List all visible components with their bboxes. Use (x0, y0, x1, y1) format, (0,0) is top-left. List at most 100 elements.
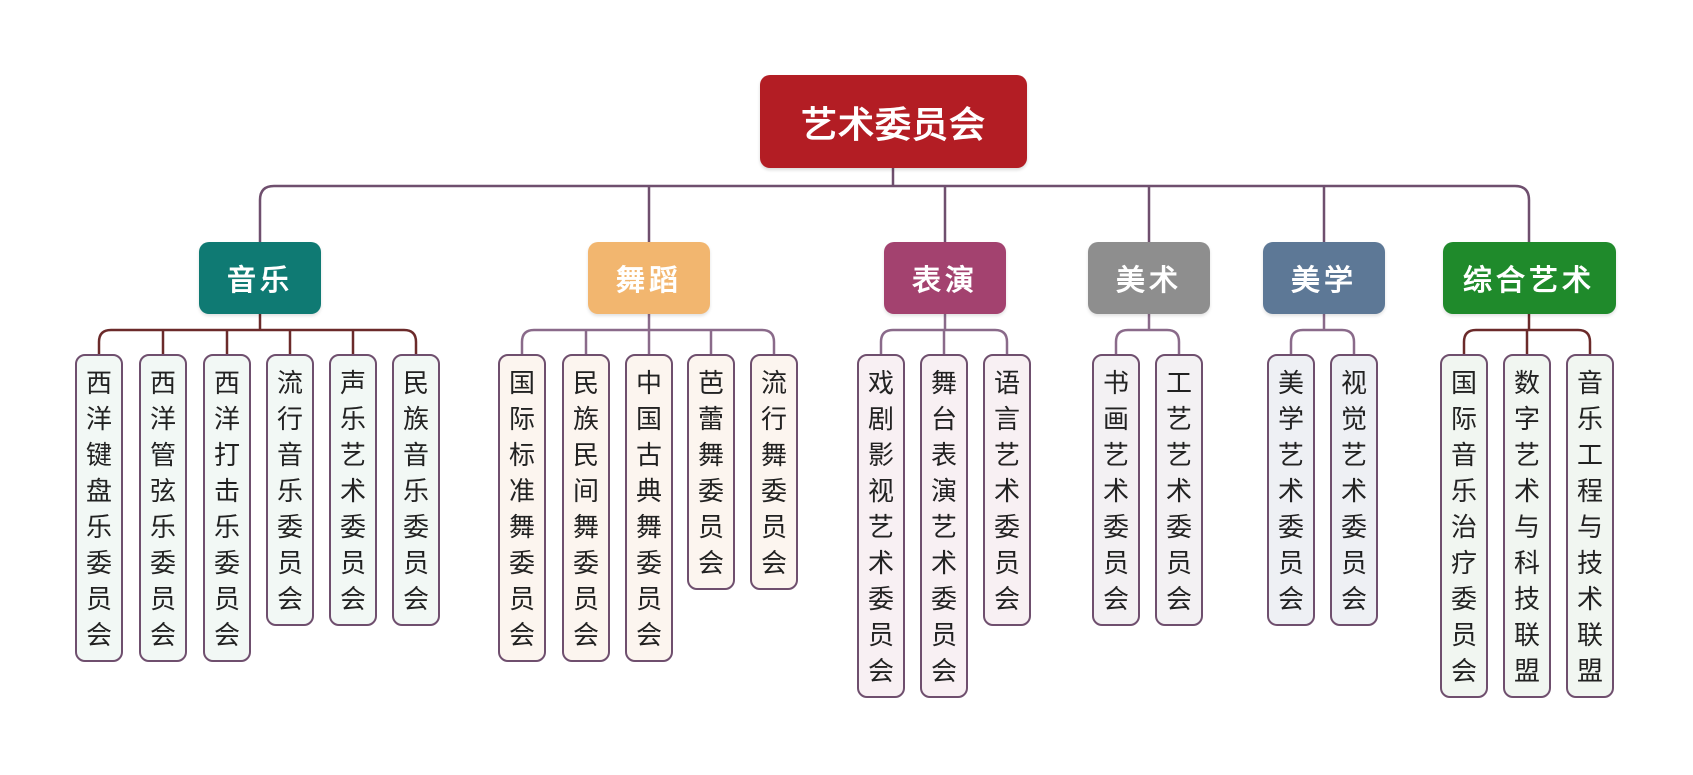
leaf-node: 戏剧影视艺术委员会 (857, 354, 905, 698)
leaf-node: 西洋打击乐委员会 (203, 354, 251, 662)
leaf-char: 书 (1102, 369, 1129, 399)
leaf-char: 技 (1513, 585, 1540, 615)
category-bus (1114, 328, 1181, 354)
leaf-char: 舞 (930, 369, 957, 399)
leaf-char: 学 (1277, 405, 1304, 435)
leaf-char: 标 (508, 441, 535, 471)
leaf-char: 会 (760, 549, 787, 579)
leaf-char: 语 (993, 369, 1020, 399)
leaf-char: 员 (1340, 549, 1367, 579)
leaf-char: 盟 (1513, 657, 1540, 687)
leaf-char: 洋 (85, 405, 112, 435)
leaf-char: 员 (867, 621, 894, 651)
leaf-node: 美学艺术委员会 (1267, 354, 1315, 626)
leaf-char: 洋 (149, 405, 176, 435)
leaf-char: 治 (1450, 513, 1477, 543)
leaf-char: 民 (572, 369, 599, 399)
leaf-char: 乐 (276, 477, 303, 507)
leaf-char: 员 (697, 513, 724, 543)
leaf-char: 视 (867, 477, 894, 507)
leaf-char: 音 (1576, 369, 1603, 399)
leaf-char: 员 (993, 549, 1020, 579)
leaf-char: 会 (572, 621, 599, 651)
leaf-char: 艺 (1165, 441, 1192, 471)
leaf-char: 委 (276, 513, 303, 543)
leaf-char: 乐 (213, 513, 240, 543)
leaf-char: 委 (1340, 513, 1367, 543)
leaf-char: 艺 (993, 441, 1020, 471)
leaf-char: 会 (697, 549, 724, 579)
leaf-char: 员 (149, 585, 176, 615)
leaf-char: 言 (993, 405, 1020, 435)
leaf-char: 会 (1165, 585, 1192, 615)
leaf-char: 乐 (149, 513, 176, 543)
leaf-char: 芭 (697, 369, 724, 399)
leaf-char: 术 (339, 477, 366, 507)
leaf-char: 委 (1277, 513, 1304, 543)
leaf-char: 声 (339, 369, 366, 399)
leaf-char: 典 (635, 477, 662, 507)
leaf-char: 会 (930, 657, 957, 687)
leaf-char: 乐 (85, 513, 112, 543)
leaf-char: 音 (1450, 441, 1477, 471)
leaf-char: 舞 (697, 441, 724, 471)
leaf-char: 委 (1450, 585, 1477, 615)
leaf-char: 国 (508, 369, 535, 399)
leaf-char: 员 (1450, 621, 1477, 651)
leaf-node: 国际标准舞委员会 (498, 354, 546, 662)
leaf-char: 音 (402, 441, 429, 471)
leaf-char: 乐 (1576, 405, 1603, 435)
leaf-char: 员 (1102, 549, 1129, 579)
leaf-char: 民 (402, 369, 429, 399)
leaf-char: 演 (930, 477, 957, 507)
leaf-char: 术 (1102, 477, 1129, 507)
leaf-char: 台 (930, 405, 957, 435)
leaf-char: 术 (1165, 477, 1192, 507)
category-node: 综合艺术 (1442, 242, 1616, 314)
leaf-char: 委 (85, 549, 112, 579)
leaf-char: 戏 (867, 369, 894, 399)
leaf-char: 族 (572, 405, 599, 435)
leaf-char: 艺 (1513, 441, 1540, 471)
leaf-char: 蕾 (697, 405, 724, 435)
leaf-char: 国 (1450, 369, 1477, 399)
leaf-char: 民 (572, 441, 599, 471)
leaf-char: 盘 (85, 477, 112, 507)
leaf-char: 乐 (339, 405, 366, 435)
leaf-char: 会 (149, 621, 176, 651)
leaf-char: 剧 (867, 405, 894, 435)
leaf-char: 键 (85, 441, 112, 471)
leaf-char: 员 (930, 621, 957, 651)
leaf-char: 觉 (1340, 405, 1367, 435)
leaf-char: 画 (1102, 405, 1129, 435)
category-bus (1289, 328, 1356, 354)
leaf-node: 流行音乐委员会 (266, 354, 314, 626)
leaf-char: 委 (930, 585, 957, 615)
leaf-char: 科 (1513, 549, 1540, 579)
leaf-node: 音乐工程与技术联盟 (1566, 354, 1614, 698)
root-node: 艺术委员会 (760, 75, 1027, 168)
leaf-char: 会 (867, 657, 894, 687)
leaf-char: 员 (508, 585, 535, 615)
leaf-char: 员 (1165, 549, 1192, 579)
leaf-char: 艺 (1102, 441, 1129, 471)
leaf-char: 间 (572, 477, 599, 507)
leaf-char: 乐 (1450, 477, 1477, 507)
leaf-node: 民族音乐委员会 (392, 354, 440, 626)
leaf-char: 员 (213, 585, 240, 615)
leaf-char: 会 (402, 585, 429, 615)
leaf-char: 术 (1277, 477, 1304, 507)
leaf-char: 流 (760, 369, 787, 399)
leaf-char: 洋 (213, 405, 240, 435)
leaf-char: 舞 (508, 513, 535, 543)
leaf-char: 工 (1165, 369, 1192, 399)
leaf-char: 会 (213, 621, 240, 651)
leaf-char: 盟 (1576, 657, 1603, 687)
leaf-char: 际 (508, 405, 535, 435)
leaf-char: 艺 (867, 513, 894, 543)
leaf-char: 表 (930, 441, 957, 471)
leaf-char: 员 (760, 513, 787, 543)
leaf-char: 击 (213, 477, 240, 507)
leaf-char: 委 (572, 549, 599, 579)
